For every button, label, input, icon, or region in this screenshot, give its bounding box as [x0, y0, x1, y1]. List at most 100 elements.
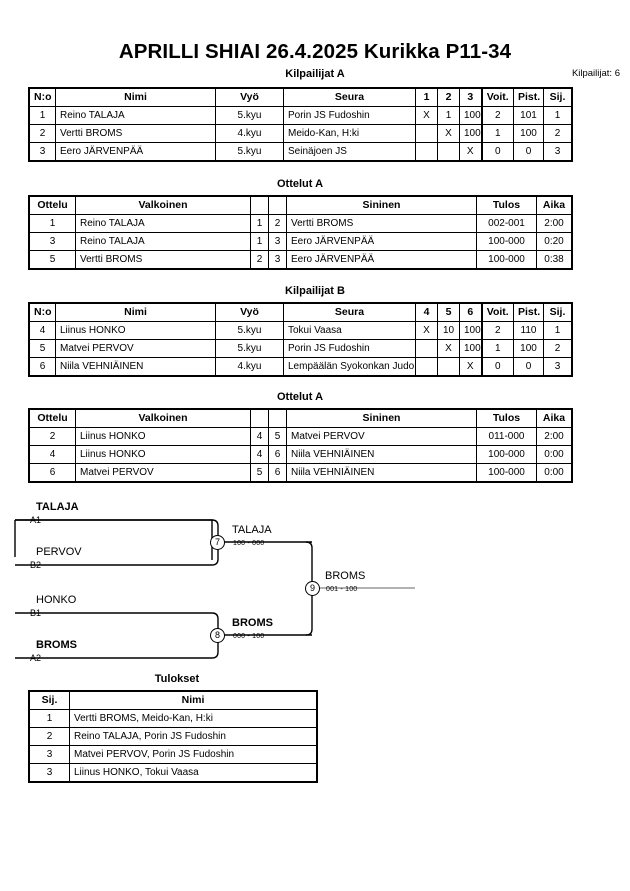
- cell-m6: 100: [459, 339, 482, 358]
- cell-result: 100-000: [476, 463, 537, 482]
- col-name: Nimi: [55, 303, 216, 322]
- bracket-score-9: 001 - 100: [326, 586, 358, 593]
- cell-m4: [415, 339, 438, 358]
- col-rank: Sij.: [543, 303, 572, 322]
- table-row: 6 Niila VEHNIÄINEN 4.kyu Lempäälän Syoko…: [29, 357, 572, 376]
- cell-no: 3: [29, 142, 56, 161]
- table-row: 3 Eero JÄRVENPÄÄ 5.kyu Seinäjoen JS X 0 …: [29, 142, 572, 161]
- cell-wins: 2: [480, 106, 514, 125]
- table-header-row: N:o Nimi Vyö Seura 1 2 3 Voit. Pist. Sij…: [29, 88, 572, 107]
- cell-club: Porin JS Fudoshin: [283, 339, 416, 358]
- cell-wins: 0: [480, 357, 514, 376]
- cell-time: 0:20: [536, 232, 572, 251]
- cell-white: Liinus HONKO: [75, 427, 251, 446]
- table-row: 3 Liinus HONKO, Tokui Vaasa: [29, 763, 317, 782]
- cell-points: 101: [513, 106, 544, 125]
- bracket-score-7: 100 - 000: [233, 540, 265, 547]
- bracket-winner-8: BROMS: [232, 617, 273, 629]
- cell-club: Lempäälän Syokonkan Judo: [283, 357, 416, 376]
- table-header-row: Sij. Nimi: [29, 691, 317, 710]
- table-header-row: Ottelu Valkoinen Sininen Tulos Aika: [29, 196, 572, 215]
- cell-match: 5: [29, 250, 76, 269]
- cell-white-no: 1: [250, 214, 269, 233]
- cell-time: 0:38: [536, 250, 572, 269]
- matches-a-caption: Ottelut A: [276, 178, 324, 190]
- cell-blue: Eero JÄRVENPÄÄ: [286, 250, 477, 269]
- cell-blue-no: 2: [268, 214, 287, 233]
- cell-match: 6: [29, 463, 76, 482]
- cell-name: Vertti BROMS: [55, 124, 216, 143]
- cell-match: 4: [29, 445, 76, 464]
- table-row: 2 Vertti BROMS 4.kyu Meido-Kan, H:ki X 1…: [29, 124, 572, 143]
- col-club: Seura: [283, 303, 416, 322]
- cell-m3: 100: [459, 106, 482, 125]
- col-name: Nimi: [69, 691, 317, 710]
- table-header-row: Ottelu Valkoinen Sininen Tulos Aika: [29, 409, 572, 428]
- cell-blue: Matvei PERVOV: [286, 427, 477, 446]
- col-blue: Sininen: [286, 409, 477, 428]
- bracket-entry-name-2: PERVOV: [36, 546, 82, 558]
- col-points: Pist.: [513, 303, 544, 322]
- results-caption: Tulokset: [154, 673, 200, 685]
- cell-name: Vertti BROMS, Meido-Kan, H:ki: [69, 709, 317, 728]
- cell-m4: X: [415, 321, 438, 340]
- col-name: Nimi: [55, 88, 216, 107]
- cell-name: Liinus HONKO, Tokui Vaasa: [69, 763, 317, 782]
- cell-points: 0: [513, 142, 544, 161]
- cell-m2: 1: [437, 106, 460, 125]
- table-row: 5 Vertti BROMS 2 3 Eero JÄRVENPÄÄ 100-00…: [29, 250, 572, 269]
- cell-rank: 1: [543, 321, 572, 340]
- cell-white: Reino TALAJA: [75, 232, 251, 251]
- cell-white-no: 4: [250, 445, 269, 464]
- col-match: Ottelu: [29, 196, 76, 215]
- cell-blue-no: 6: [268, 463, 287, 482]
- cell-result: 100-000: [476, 445, 537, 464]
- bracket-winner-9: BROMS: [325, 570, 366, 582]
- cell-blue: Niila VEHNIÄINEN: [286, 463, 477, 482]
- cell-club: Porin JS Fudoshin: [283, 106, 416, 125]
- col-wins: Voit.: [480, 88, 514, 107]
- cell-result: 011-000: [476, 427, 537, 446]
- cell-no: 6: [29, 357, 56, 376]
- cell-white-no: 4: [250, 427, 269, 446]
- matches-b-caption: Ottelut A: [276, 391, 324, 403]
- col-no: N:o: [29, 88, 56, 107]
- cell-m3: 100: [459, 124, 482, 143]
- bracket-match-number-8: 8: [210, 628, 225, 643]
- cell-result: 100-000: [476, 250, 537, 269]
- cell-m2: X: [437, 124, 460, 143]
- cell-rank: 3: [29, 763, 70, 782]
- col-white-no: [250, 409, 269, 428]
- cell-points: 100: [513, 124, 544, 143]
- col-blue-no: [268, 196, 287, 215]
- cell-blue: Eero JÄRVENPÄÄ: [286, 232, 477, 251]
- table-row: 1 Vertti BROMS, Meido-Kan, H:ki: [29, 709, 317, 728]
- cell-m6: 100: [459, 321, 482, 340]
- col-no: N:o: [29, 303, 56, 322]
- cell-rank: 1: [543, 106, 572, 125]
- cell-belt: 5.kyu: [215, 106, 284, 125]
- cell-club: Seinäjoen JS: [283, 142, 416, 161]
- bracket-entry-seed-2: B2: [30, 560, 42, 570]
- cell-blue-no: 3: [268, 250, 287, 269]
- col-rank: Sij.: [29, 691, 70, 710]
- col-blue: Sininen: [286, 196, 477, 215]
- col-m4: 4: [415, 303, 438, 322]
- cell-belt: 4.kyu: [215, 124, 284, 143]
- cell-white-no: 1: [250, 232, 269, 251]
- cell-rank: 2: [543, 339, 572, 358]
- bracket-entry-name-1: TALAJA: [36, 501, 79, 513]
- bracket-entry-name-4: BROMS: [36, 639, 77, 651]
- col-white: Valkoinen: [75, 409, 251, 428]
- table-row: 1 Reino TALAJA 1 2 Vertti BROMS 002-001 …: [29, 214, 572, 233]
- matches-b-table: Ottelu Valkoinen Sininen Tulos Aika 2 Li…: [28, 408, 573, 483]
- cell-blue-no: 6: [268, 445, 287, 464]
- col-wins: Voit.: [480, 303, 514, 322]
- cell-white-no: 2: [250, 250, 269, 269]
- cell-points: 100: [513, 339, 544, 358]
- table-row: 2 Liinus HONKO 4 5 Matvei PERVOV 011-000…: [29, 427, 572, 446]
- col-time: Aika: [536, 196, 572, 215]
- bracket-entry-seed-3: B1: [30, 608, 42, 618]
- pool-b-table: N:o Nimi Vyö Seura 4 5 6 Voit. Pist. Sij…: [28, 302, 573, 377]
- pool-b-caption: Kilpailijat B: [285, 285, 345, 297]
